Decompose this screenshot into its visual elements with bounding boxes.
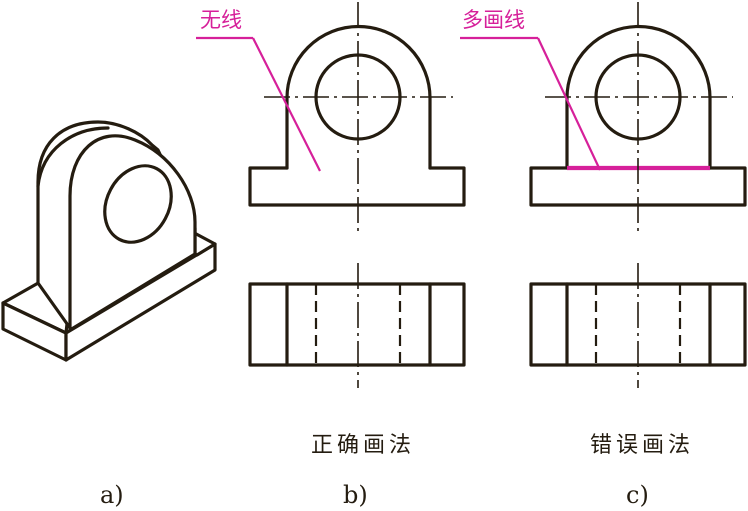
subfigure-label-b: b) — [343, 481, 368, 509]
upright-arc-edge — [36, 126, 110, 188]
front-view-correct — [248, 2, 466, 232]
subfigure-label-c: c) — [626, 481, 649, 509]
annotation-no-line-label: 无线 — [200, 8, 242, 32]
upright-front-face — [68, 134, 197, 332]
top-view-wrong — [529, 263, 747, 388]
annotation-extra-line-label: 多画线 — [462, 8, 525, 32]
top-view-correct — [248, 263, 466, 388]
isometric-view — [1, 120, 217, 362]
bore-hole — [103, 164, 173, 244]
subfigure-label-a: a) — [100, 481, 124, 509]
annotation-no-line-leader — [252, 37, 321, 172]
top-view-outline — [248, 282, 466, 367]
base-plate-outline — [248, 166, 466, 207]
caption-wrong: 错误画法 — [590, 433, 694, 458]
annotation-extra-line: 多画线 — [460, 8, 601, 171]
annotation-no-line: 无线 — [196, 8, 321, 172]
caption-correct: 正确画法 — [311, 433, 415, 458]
annotation-extra-line-leader — [537, 37, 601, 171]
front-view-wrong — [529, 2, 747, 232]
